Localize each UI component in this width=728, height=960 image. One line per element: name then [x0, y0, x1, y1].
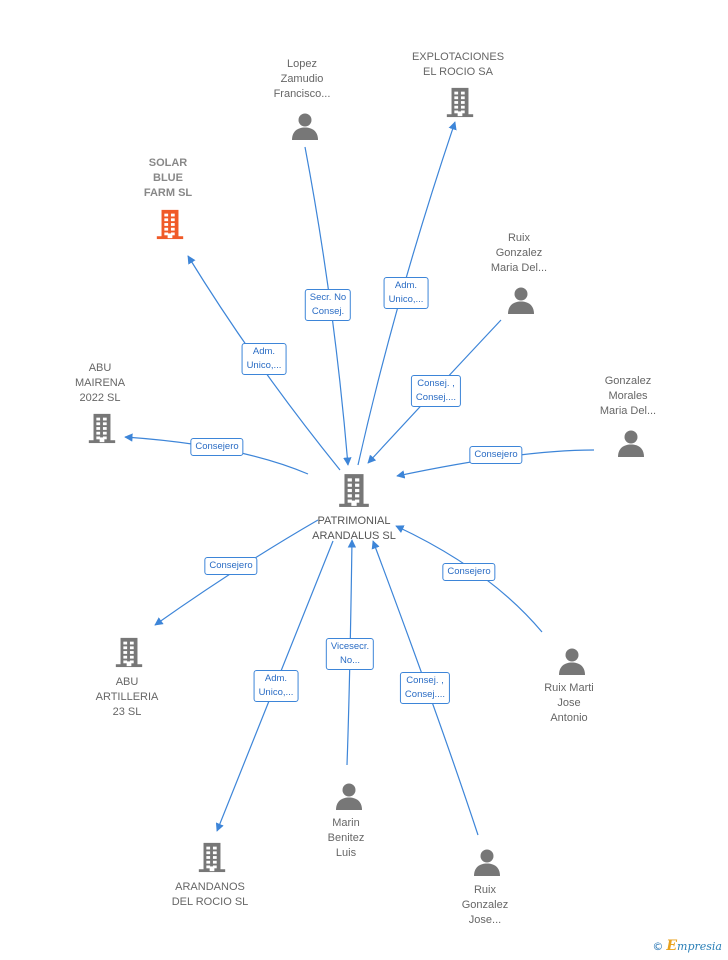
edge-label-line: Consej. , — [417, 378, 455, 389]
edge-label-line: Vicesecr. — [330, 641, 370, 652]
brand-name: mpresia — [677, 940, 722, 953]
node-label-line: Jose... — [468, 914, 502, 926]
edge-label-line: Adm. — [264, 673, 288, 684]
edge-label-arandanos[interactable]: Adm. Unico,... — [253, 670, 299, 702]
node-label-explotaciones[interactable]: EXPLOTACIONES EL ROCIO SA — [398, 50, 518, 80]
edge-label-line: Adm. — [252, 346, 276, 357]
edge-label-line: Consejero — [447, 566, 491, 577]
building-icon[interactable] — [113, 636, 145, 673]
edge-label-marin[interactable]: Vicesecr. No... — [325, 638, 375, 670]
node-label-line: Marin — [332, 817, 360, 829]
person-icon[interactable] — [557, 646, 587, 681]
edge-label-line: Consejero — [195, 441, 239, 452]
node-label-patrimonial[interactable]: PATRIMONIAL ARANDALUS SL — [294, 514, 414, 544]
node-label-line: 2022 SL — [79, 392, 121, 404]
node-label-line: EXPLOTACIONES — [411, 51, 505, 63]
edge-arandanos — [215, 540, 334, 832]
edge-label-line: Consejero — [474, 449, 518, 460]
building-icon[interactable] — [154, 208, 186, 245]
edge-label-line: Consej. , — [406, 675, 444, 686]
node-label-line: Ruix — [473, 884, 496, 896]
edge-label-line: Consej.... — [415, 392, 457, 403]
node-label-line: Francisco... — [273, 88, 331, 100]
edge-label-explotaciones[interactable]: Adm. Unico,... — [383, 277, 429, 309]
node-label-line: ABU — [88, 362, 112, 374]
node-label-line: Gonzalez — [461, 899, 509, 911]
edge-label-line: Unico,... — [246, 360, 282, 371]
person-icon[interactable] — [334, 781, 364, 816]
node-label-line: MAIRENA — [74, 377, 126, 389]
building-icon[interactable] — [196, 841, 228, 878]
node-label-line: EL ROCIO SA — [423, 66, 493, 78]
edge-label-ruix-maria[interactable]: Consej. , Consej.... — [410, 375, 462, 407]
node-label-abu-artilleria[interactable]: ABU ARTILLERIA 23 SL — [67, 675, 187, 720]
node-label-line: Antonio — [550, 712, 588, 724]
person-icon[interactable] — [290, 111, 320, 146]
node-label-solar[interactable]: SOLAR BLUE FARM SL — [108, 156, 228, 201]
brand-initial: E — [666, 938, 678, 954]
node-label-line: Jose — [557, 697, 581, 709]
node-label-line: ARANDALUS SL — [312, 530, 396, 542]
node-label-line: Ruix Marti — [544, 682, 594, 694]
edge-label-gonzalez-morales[interactable]: Consejero — [469, 446, 523, 464]
edge-label-abu-artilleria[interactable]: Consejero — [204, 557, 258, 575]
edge-ruix-jose — [371, 540, 479, 836]
node-label-abu-mairena[interactable]: ABU MAIRENA 2022 SL — [40, 361, 160, 406]
node-label-line: Luis — [335, 847, 357, 859]
edge-label-ruix-jose[interactable]: Consej. , Consej.... — [399, 672, 451, 704]
edge-label-lopez[interactable]: Secr. No Consej. — [304, 289, 352, 321]
person-icon[interactable] — [472, 847, 502, 882]
person-icon[interactable] — [506, 285, 536, 320]
edge-label-line: Unico,... — [388, 294, 424, 305]
node-label-line: 23 SL — [112, 706, 142, 718]
edge-label-line: Consej. — [311, 306, 345, 317]
node-label-line: Gonzalez — [495, 247, 543, 259]
building-icon[interactable] — [336, 472, 372, 513]
person-icon[interactable] — [616, 428, 646, 463]
edge-label-line: Consej.... — [404, 689, 446, 700]
edge-label-solar[interactable]: Adm. Unico,... — [241, 343, 287, 375]
edge-label-line: Secr. No — [309, 292, 347, 303]
edge-label-abu-mairena[interactable]: Consejero — [190, 438, 244, 456]
node-label-line: Zamudio — [280, 73, 324, 85]
node-label-line: ABU — [115, 676, 139, 688]
node-label-line: DEL ROCIO SL — [171, 896, 249, 908]
edge-label-line: Consejero — [209, 560, 253, 571]
node-label-line: Maria Del... — [599, 405, 657, 417]
empresia-brand[interactable]: ©Empresia — [652, 938, 722, 954]
node-label-line: ARTILLERIA — [95, 691, 159, 703]
node-label-line: PATRIMONIAL — [317, 515, 391, 527]
edge-label-ruix-marti[interactable]: Consejero — [442, 563, 496, 581]
node-label-line: ARANDANOS — [175, 881, 245, 893]
edge-label-line: Unico,... — [258, 687, 294, 698]
node-label-line: Benitez — [327, 832, 365, 844]
node-label-line: SOLAR — [148, 157, 188, 169]
node-label-line: Maria Del... — [490, 262, 548, 274]
node-label-line: FARM SL — [143, 187, 193, 199]
node-label-line: BLUE — [153, 172, 183, 184]
edge-label-line: No... — [339, 655, 361, 666]
building-icon[interactable] — [86, 412, 118, 449]
node-label-arandanos[interactable]: ARANDANOS DEL ROCIO SL — [150, 880, 270, 910]
copyright-symbol: © — [652, 940, 664, 953]
node-label-line: Lopez — [287, 58, 317, 70]
node-label-line: Gonzalez — [604, 375, 652, 387]
building-icon[interactable] — [444, 86, 476, 123]
node-label-line: Morales — [608, 390, 648, 402]
edge-label-line: Adm. — [394, 280, 418, 291]
node-label-line: Ruix — [507, 232, 530, 244]
